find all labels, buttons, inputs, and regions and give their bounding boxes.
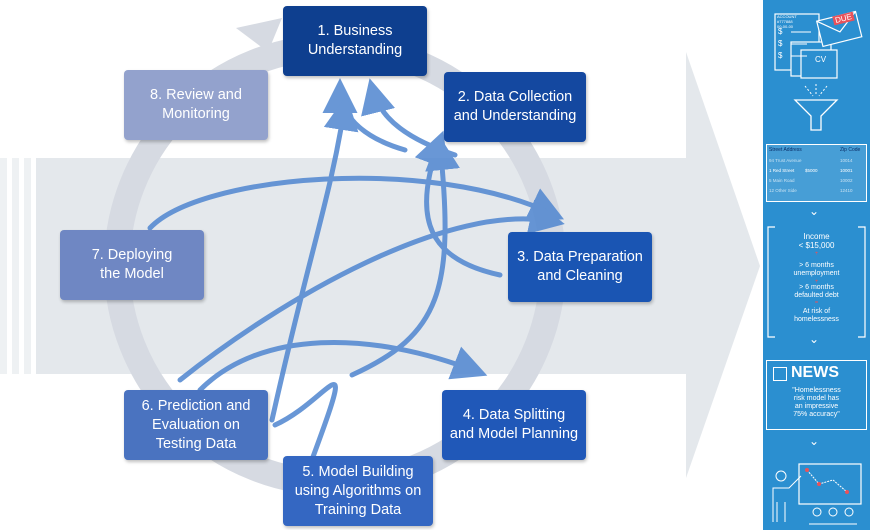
dollar-sign-1: $ [778,27,783,36]
presentation-icon [772,463,862,525]
criterion-unemployment: > 6 months unemployment [793,262,840,277]
chevron-down-icon: ⌄ [809,434,820,448]
criterion-income: Income < $15,000 [798,232,835,250]
step-6-prediction-evaluation: 6. Prediction and Evaluation on Testing … [124,390,268,460]
table-header-street: Street Address [769,147,802,153]
table-cell-zip: 12410 [840,188,853,193]
flow-arrows [147,78,565,468]
account-text: ACCOUNT #777888 00-00-00 [777,14,797,29]
table-cell-highlight: $5000 [805,168,818,173]
news-icon [773,367,787,381]
news-quote: "Homelessness risk model has an impressi… [792,387,841,418]
plus-sign: + [814,251,819,257]
illustration-strip: ACCOUNT #777888 00-00-00 $ $ $ CV DUE St… [763,0,870,530]
bracket-icon [767,226,866,338]
cv-label: CV [815,55,827,64]
step-5-model-building: 5. Model Building using Algorithms on Tr… [283,456,433,526]
chevron-down-icon: ⌄ [809,204,820,218]
step-8-review-monitoring: 8. Review and Monitoring [124,70,268,140]
table-cell-street: 1 Red Street [769,168,795,173]
step-4-data-splitting: 4. Data Splitting and Model Planning [442,390,586,460]
step-1-business-understanding: 1. Business Understanding [283,6,427,76]
table-cell-zip: 10014 [840,158,853,163]
funnel-icon [793,84,839,131]
criterion-debt: > 6 months defaulted debt [794,284,839,299]
chevron-down-icon: ⌄ [809,332,820,346]
dollar-sign-2: $ [778,39,783,48]
step-7-deploying-model: 7. Deploying the Model [60,230,204,300]
table-cell-zip: 10001 [840,168,853,173]
dollar-sign-3: $ [778,51,783,60]
cycle-arrowhead [236,18,282,52]
table-cell-street: 5 Main Road [769,178,795,183]
step-3-data-preparation: 3. Data Preparation and Cleaning [508,232,652,302]
news-card: NEWS "Homelessness risk model has an imp… [766,360,867,430]
step-2-data-collection: 2. Data Collection and Understanding [444,72,586,142]
table-header-zip: Zip Code [840,147,861,153]
equals-sign: = [814,300,819,306]
address-table: Street Address Zip Code 94 Trust Avenue … [766,144,867,202]
table-cell-street: 94 Trust Avenue [769,158,802,163]
criterion-result: At risk of homelessness [794,308,839,323]
news-title: NEWS [791,364,839,381]
table-cell-street: 12 Other Side [769,188,797,193]
table-cell-zip: 10002 [840,178,853,183]
plus-sign: + [814,279,819,285]
